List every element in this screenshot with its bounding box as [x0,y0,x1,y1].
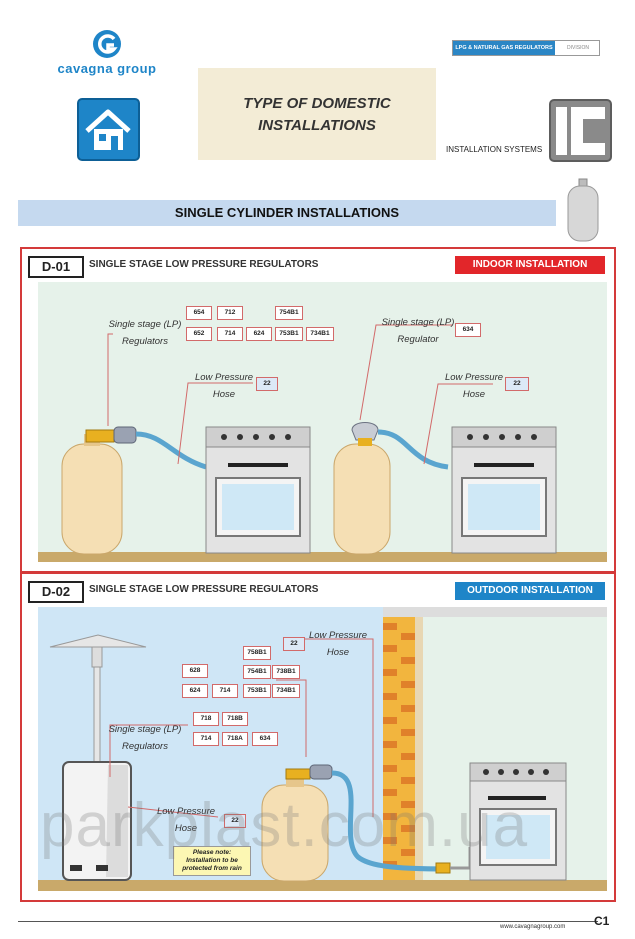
indoor-installation-badge: INDOOR INSTALLATION [455,256,605,274]
page-number: C1 [594,914,610,928]
panel-d01-code: D-01 [28,256,84,278]
outdoor-regulator [285,764,333,780]
code-box: 634 [252,732,278,746]
code-box: 22 [283,637,305,651]
code-box: 753B1 [275,327,303,341]
code-box: 738B1 [272,665,300,679]
footer-url[interactable]: www.cavagnagroup.com [500,924,566,930]
outdoor-gas-cylinder [261,775,329,882]
wall-valve [435,862,451,874]
d01-left-regulators-label: Single stage (LP) Regulators [108,319,182,347]
section-title: SINGLE CYLINDER INSTALLATIONS [174,205,400,220]
code-box: 753B1 [243,684,271,698]
code-box: 22 [256,377,278,391]
code-box: 634 [455,323,481,337]
page-title-line-2: INSTALLATIONS [258,117,376,134]
code-box: 22 [224,814,246,828]
d02-top-hose-label: Low Pressure Hose [308,630,368,658]
rain-protection-note: Please note: Installation to be protecte… [173,846,251,876]
brand-logo: cavagna group [18,19,196,84]
d02-regulators-label: Single stage (LP) Regulators [108,724,182,752]
code-box: 718 [193,712,219,726]
d01-right-regulator-label: Single stage (LP) Regulator [381,317,455,345]
page-title: TYPE OF DOMESTIC INSTALLATIONS [198,93,436,137]
footer-rule [18,921,598,922]
right-hose [377,429,449,470]
outdoor-hose [331,770,449,872]
code-box: 654 [186,306,212,320]
d02-low-hose-label: Low Pressure Hose [156,806,216,834]
left-gas-cylinder [61,434,123,555]
patio-heater [49,634,147,881]
left-cooker [205,426,311,554]
code-box: 652 [186,327,212,341]
code-box: 22 [505,377,529,391]
code-box: 718A [222,732,248,746]
gas-cylinder-icon [566,178,600,247]
code-box: 754B1 [275,306,303,320]
code-box: 624 [182,684,208,698]
page-title-line-1: TYPE OF DOMESTIC [243,95,391,112]
outdoor-cooker [469,762,567,881]
left-hose [135,431,207,470]
left-regulator [85,426,137,444]
panel-d01-title: SINGLE STAGE LOW PRESSURE REGULATORS [89,259,319,270]
house-icon [77,98,140,166]
code-box: 718B [222,712,248,726]
panel-d02-title: SINGLE STAGE LOW PRESSURE REGULATORS [89,584,319,595]
installation-systems-icon [549,99,612,167]
code-box: 712 [217,306,243,320]
watermark: parkplast.com.ua [40,791,529,860]
section-band [18,200,556,226]
code-box: 734B1 [272,684,300,698]
code-box: 754B1 [243,665,271,679]
division-tag-sub: DIVISION [567,45,589,51]
code-box: 714 [193,732,219,746]
right-regulator [351,422,379,446]
code-box: 734B1 [306,327,334,341]
right-gas-cylinder [333,443,391,555]
outdoor-installation-badge: OUTDOOR INSTALLATION [455,582,605,600]
code-box: 758B1 [243,646,271,660]
right-cooker [451,426,557,554]
d01-left-hose-label: Low Pressure Hose [194,372,254,400]
panel-d02-code: D-02 [28,581,84,603]
code-box: 628 [182,664,208,678]
code-box: 624 [246,327,272,341]
code-box: 714 [212,684,238,698]
installation-systems-label: INSTALLATION SYSTEMS [446,145,543,154]
code-box: 714 [217,327,243,341]
division-tag: LPG & NATURAL GAS REGULATORS DIVISION [452,40,600,56]
header-title-block [198,68,436,160]
brick-wall [383,617,415,882]
brand-name: cavagna group [57,61,157,76]
d01-right-hose-label: Low Pressure Hose [444,372,504,400]
division-tag-main: LPG & NATURAL GAS REGULATORS [453,41,555,55]
